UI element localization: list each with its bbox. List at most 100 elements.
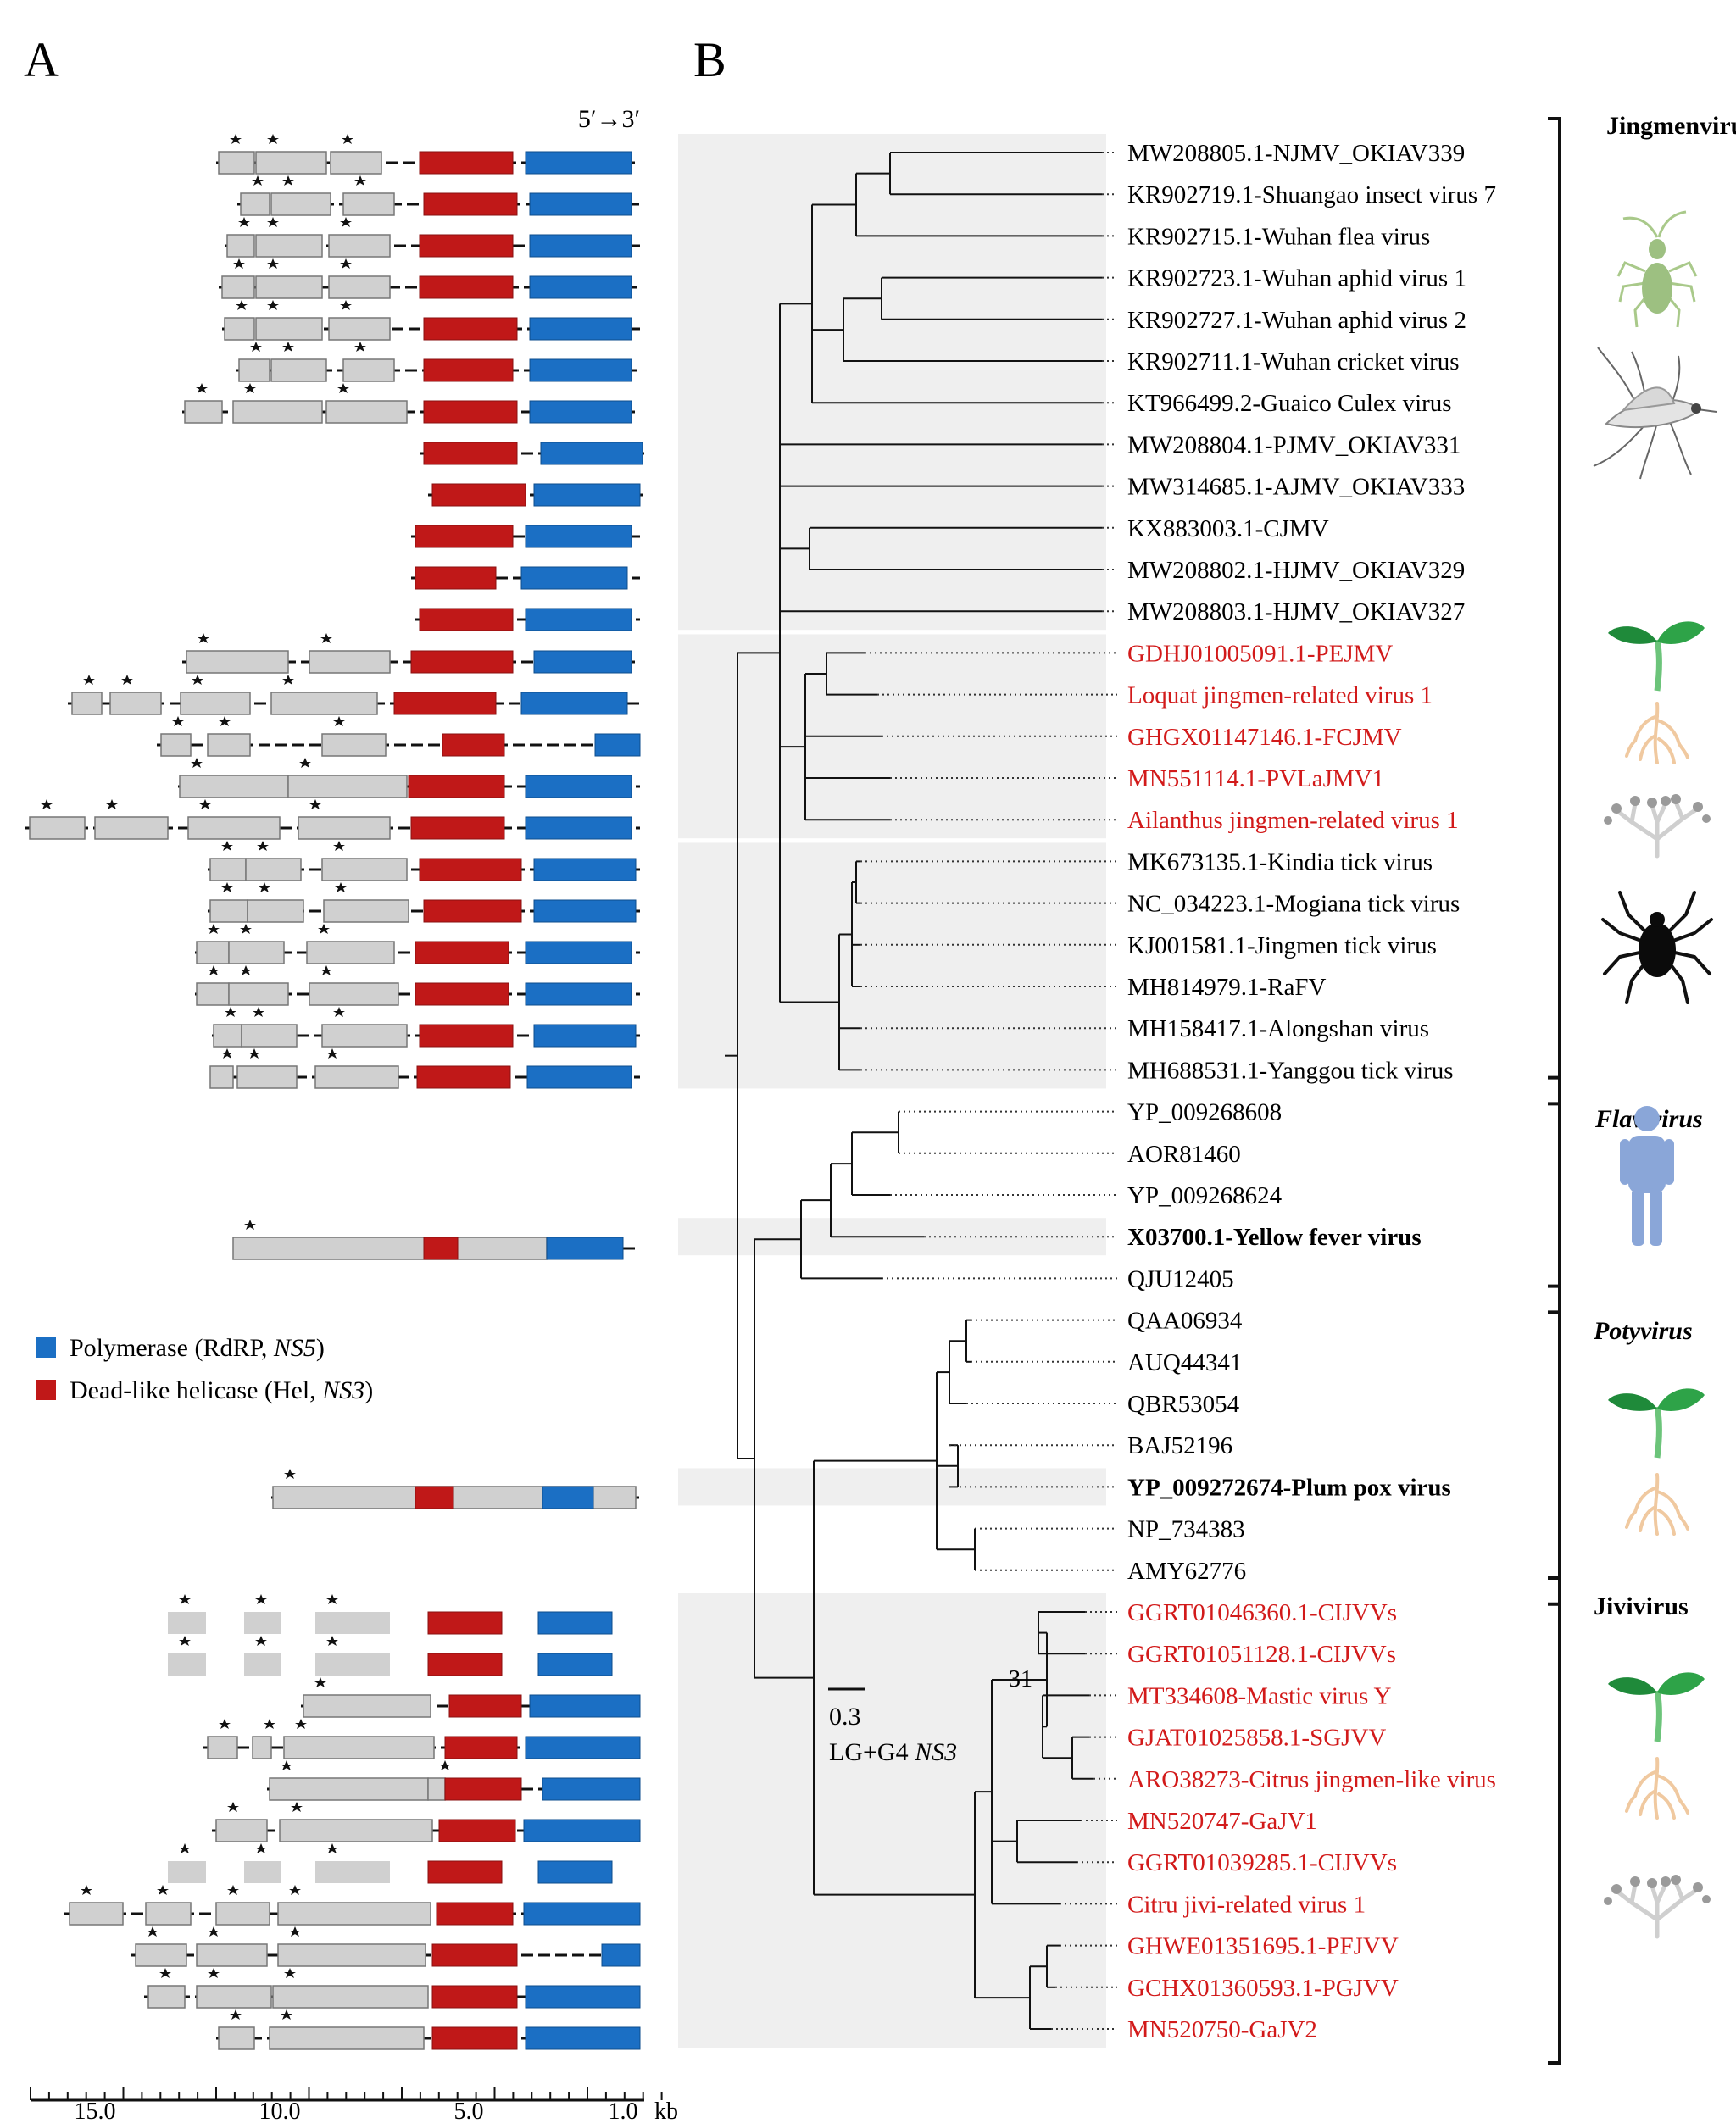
orf-box <box>321 1024 408 1048</box>
helicase-domain <box>419 1024 514 1048</box>
domain-marker <box>192 675 203 685</box>
tick-icon <box>1601 891 1713 1004</box>
taxon-label: AOR81460 <box>1127 1141 1241 1168</box>
orf-box <box>315 1861 390 1883</box>
orf-box <box>168 1612 206 1634</box>
model-label: LG+G4 NS3 <box>829 1738 957 1766</box>
plant-root-icon <box>1625 702 1689 764</box>
orf-box <box>326 400 408 424</box>
rdrp-domain <box>520 566 628 590</box>
genome-maps <box>25 134 644 2050</box>
domain-marker <box>157 1885 169 1895</box>
orf-box <box>218 151 255 175</box>
helicase-domain <box>427 1860 503 1884</box>
taxon-label: KJ001581.1-Jingmen tick virus <box>1127 932 1437 959</box>
genome-map <box>232 1220 640 1260</box>
helicase-domain <box>419 151 514 175</box>
helicase-domain <box>431 1943 518 1967</box>
orf-box <box>255 275 323 299</box>
rdrp-domain <box>537 1653 613 1676</box>
genome-map <box>208 841 640 881</box>
domain-marker <box>179 1843 191 1853</box>
domain-marker <box>83 675 95 685</box>
domain-marker <box>326 1594 338 1604</box>
domain-marker <box>238 217 250 227</box>
taxon-label: MT334608-Mastic virus Y <box>1127 1682 1392 1709</box>
orf-box <box>244 1653 281 1676</box>
axis-tick-label: 5.0 <box>454 2098 484 2123</box>
genome-map <box>144 1968 641 2009</box>
helicase-domain <box>431 1985 518 2009</box>
orf-box <box>315 1653 390 1676</box>
taxon-label: GHGX01147146.1-FCJMV <box>1127 724 1402 751</box>
domain-marker <box>318 924 330 934</box>
domain-marker <box>284 1469 296 1479</box>
genome-map <box>195 965 640 1006</box>
orf-box <box>270 358 327 382</box>
orf-box <box>270 692 378 715</box>
domain-marker <box>240 965 252 975</box>
domain-marker <box>208 1968 220 1978</box>
genome-map <box>237 175 640 216</box>
domain-marker <box>257 841 269 851</box>
taxon-label: YP_009272674-Plum pox virus <box>1127 1474 1451 1501</box>
domain-marker <box>289 1885 301 1895</box>
orf-box <box>314 1065 399 1089</box>
domain-marker <box>309 799 321 809</box>
genome-map <box>225 217 640 258</box>
rdrp-domain <box>529 1694 641 1718</box>
domain-marker <box>340 258 352 269</box>
genome-map <box>209 1048 640 1089</box>
genome-map <box>25 799 640 840</box>
taxon-label: YP_009268624 <box>1127 1182 1283 1209</box>
taxon-label: ARO38273-Citrus jingmen-like virus <box>1127 1766 1496 1793</box>
domain-marker <box>281 1760 292 1770</box>
rdrp-domain <box>533 650 632 674</box>
domain-marker <box>244 1220 256 1230</box>
domain-marker <box>191 758 203 768</box>
rdrp-legend-label: Polymerase (RdRP, NS5) <box>70 1334 325 1362</box>
helicase-domain <box>419 608 514 631</box>
genome-map <box>178 758 640 798</box>
orf-box <box>298 816 391 840</box>
orf-box <box>213 1024 242 1048</box>
rdrp-domain <box>525 525 632 548</box>
group-label: Jingmenvirus <box>1606 112 1736 140</box>
domain-marker <box>289 1926 301 1937</box>
orf-box <box>255 234 323 258</box>
taxon-label: MH814979.1-RaFV <box>1127 974 1326 1001</box>
domain-marker <box>337 383 349 393</box>
taxon-label: KT966499.2-Guaico Culex virus <box>1127 390 1452 417</box>
helicase-domain <box>423 1237 459 1260</box>
rdrp-domain <box>523 1819 641 1842</box>
orf-box <box>279 1819 433 1842</box>
domain-marker <box>208 1926 220 1937</box>
orf-box <box>207 1736 238 1759</box>
genome-map <box>131 1926 641 1967</box>
rdrp-domain <box>525 816 632 840</box>
orf-box <box>328 317 391 341</box>
domain-marker <box>333 1007 345 1017</box>
taxon-label: MH688531.1-Yanggou tick virus <box>1127 1057 1454 1084</box>
domain-marker <box>333 716 345 726</box>
rdrp-domain <box>525 151 632 175</box>
rdrp-domain <box>529 234 632 258</box>
orf-box <box>427 1777 446 1801</box>
aphid-icon <box>1616 210 1698 328</box>
domain-marker <box>333 841 345 851</box>
rdrp-domain <box>529 275 632 299</box>
rdrp-domain <box>525 2026 641 2050</box>
orf-box <box>224 317 255 341</box>
domain-marker <box>227 1885 239 1895</box>
taxon-label: NC_034223.1-Mogiana tick virus <box>1127 891 1460 918</box>
orf-box <box>218 2026 255 2050</box>
taxon-label: KR902711.1-Wuhan cricket virus <box>1127 348 1460 375</box>
orf-box <box>209 899 248 923</box>
domain-marker <box>439 1760 451 1770</box>
orf-box <box>147 1985 186 2009</box>
domain-marker <box>320 633 332 643</box>
taxon-label: MN520750-GaJV2 <box>1127 2016 1317 2043</box>
orf-box <box>168 1653 206 1676</box>
taxon-label: KR902719.1-Shuangao insect virus 7 <box>1127 181 1496 208</box>
genome-map <box>301 1677 641 1718</box>
